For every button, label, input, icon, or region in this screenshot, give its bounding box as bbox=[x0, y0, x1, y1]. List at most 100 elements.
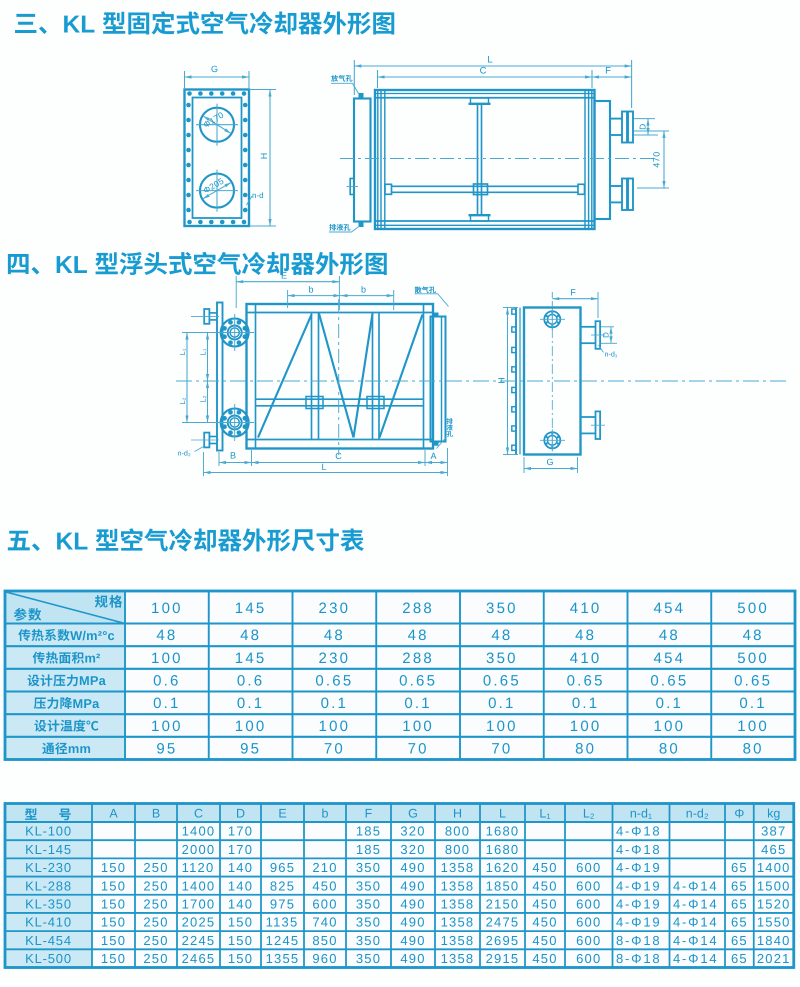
svg-text:D: D bbox=[637, 124, 647, 130]
svg-text:0.65: 0.65 bbox=[650, 672, 688, 689]
svg-text:L₁: L₁ bbox=[539, 806, 550, 820]
svg-text:mm: mm bbox=[68, 741, 91, 756]
svg-text:1850: 1850 bbox=[486, 878, 520, 893]
svg-text:8-Φ18: 8-Φ18 bbox=[616, 951, 661, 966]
svg-text:80: 80 bbox=[575, 740, 596, 757]
svg-text:450: 450 bbox=[532, 915, 557, 930]
svg-text:100: 100 bbox=[737, 718, 769, 735]
svg-text:450: 450 bbox=[532, 951, 557, 966]
svg-text:MPa: MPa bbox=[79, 673, 107, 688]
svg-text:48: 48 bbox=[491, 627, 512, 644]
svg-text:2475: 2475 bbox=[486, 915, 520, 930]
svg-text:2915: 2915 bbox=[486, 951, 520, 966]
svg-text:F: F bbox=[570, 287, 576, 297]
svg-text:70: 70 bbox=[491, 740, 512, 757]
svg-text:4-Φ19: 4-Φ19 bbox=[616, 915, 661, 930]
svg-text:0.65: 0.65 bbox=[315, 672, 353, 689]
svg-text:D: D bbox=[236, 806, 245, 820]
svg-text:100: 100 bbox=[654, 718, 686, 735]
svg-text:F: F bbox=[605, 66, 611, 77]
svg-text:490: 490 bbox=[400, 951, 425, 966]
svg-text:65: 65 bbox=[731, 878, 748, 893]
svg-text:4-Φ18: 4-Φ18 bbox=[616, 824, 661, 839]
svg-text:100: 100 bbox=[151, 718, 183, 735]
svg-text:600: 600 bbox=[312, 896, 337, 911]
svg-text:4-Φ19: 4-Φ19 bbox=[616, 860, 661, 875]
svg-text:350: 350 bbox=[356, 896, 381, 911]
svg-text:140: 140 bbox=[228, 860, 253, 875]
svg-text:4-Φ14: 4-Φ14 bbox=[673, 896, 718, 911]
svg-text:470: 470 bbox=[652, 151, 662, 168]
svg-text:145: 145 bbox=[235, 600, 267, 617]
svg-text:A: A bbox=[109, 806, 118, 820]
svg-text:KL-454: KL-454 bbox=[25, 933, 72, 948]
svg-text:150: 150 bbox=[228, 915, 253, 930]
svg-text:b: b bbox=[322, 806, 329, 820]
svg-text:185: 185 bbox=[356, 824, 381, 839]
svg-text:600: 600 bbox=[576, 896, 601, 911]
svg-text:410: 410 bbox=[570, 600, 602, 617]
svg-text:2150: 2150 bbox=[486, 896, 520, 911]
svg-text:65: 65 bbox=[731, 860, 748, 875]
svg-text:L: L bbox=[487, 55, 492, 66]
svg-text:48: 48 bbox=[743, 627, 764, 644]
svg-text:210: 210 bbox=[312, 860, 337, 875]
svg-text:960: 960 bbox=[312, 951, 337, 966]
svg-text:150: 150 bbox=[101, 878, 126, 893]
svg-text:D: D bbox=[601, 332, 610, 338]
svg-text:490: 490 bbox=[400, 896, 425, 911]
svg-text:410: 410 bbox=[570, 650, 602, 667]
svg-text:100: 100 bbox=[151, 650, 183, 667]
svg-text:80: 80 bbox=[659, 740, 680, 757]
svg-text:387: 387 bbox=[761, 824, 786, 839]
svg-text:1840: 1840 bbox=[757, 933, 791, 948]
svg-text:100: 100 bbox=[319, 718, 351, 735]
svg-text:0.1: 0.1 bbox=[739, 695, 766, 712]
svg-text:1400: 1400 bbox=[182, 878, 216, 893]
svg-text:2021: 2021 bbox=[757, 951, 791, 966]
svg-text:975: 975 bbox=[270, 896, 295, 911]
svg-text:500: 500 bbox=[737, 600, 769, 617]
svg-text:2000: 2000 bbox=[182, 842, 216, 857]
svg-text:288: 288 bbox=[402, 600, 434, 617]
svg-text:0.1: 0.1 bbox=[656, 695, 683, 712]
svg-text:0.1: 0.1 bbox=[237, 695, 264, 712]
svg-text:E: E bbox=[281, 271, 287, 281]
svg-text:KL-350: KL-350 bbox=[25, 896, 72, 911]
svg-text:465: 465 bbox=[761, 842, 786, 857]
svg-text:800: 800 bbox=[445, 824, 470, 839]
svg-text:350: 350 bbox=[356, 933, 381, 948]
svg-text:KL: KL bbox=[56, 528, 89, 555]
svg-text:MPa: MPa bbox=[73, 696, 101, 711]
svg-text:100: 100 bbox=[402, 718, 434, 735]
svg-text:1700: 1700 bbox=[182, 896, 216, 911]
svg-text:150: 150 bbox=[228, 933, 253, 948]
svg-text:2695: 2695 bbox=[486, 933, 520, 948]
svg-text:450: 450 bbox=[532, 933, 557, 948]
svg-text:L₂: L₂ bbox=[583, 806, 595, 820]
svg-text:b: b bbox=[308, 284, 313, 294]
svg-text:65: 65 bbox=[731, 933, 748, 948]
svg-text:170: 170 bbox=[228, 824, 253, 839]
svg-text:320: 320 bbox=[400, 842, 425, 857]
svg-text:L₂: L₂ bbox=[199, 395, 208, 402]
svg-text:1245: 1245 bbox=[266, 933, 300, 948]
svg-text:48: 48 bbox=[156, 627, 177, 644]
svg-text:250: 250 bbox=[143, 878, 168, 893]
svg-text:150: 150 bbox=[101, 933, 126, 948]
svg-text:454: 454 bbox=[654, 600, 686, 617]
svg-text:2465: 2465 bbox=[182, 951, 216, 966]
svg-text:965: 965 bbox=[270, 860, 295, 875]
svg-text:150: 150 bbox=[101, 896, 126, 911]
svg-text:n-d₁: n-d₁ bbox=[605, 350, 618, 359]
svg-text:145: 145 bbox=[235, 650, 267, 667]
svg-text:490: 490 bbox=[400, 878, 425, 893]
svg-text:C: C bbox=[194, 806, 203, 820]
svg-text:450: 450 bbox=[532, 896, 557, 911]
svg-text:1358: 1358 bbox=[441, 915, 475, 930]
svg-text:1135: 1135 bbox=[266, 915, 299, 930]
svg-text:1400: 1400 bbox=[757, 860, 791, 875]
svg-text:70: 70 bbox=[408, 740, 429, 757]
svg-text:1620: 1620 bbox=[486, 860, 520, 875]
svg-text:95: 95 bbox=[156, 740, 177, 757]
